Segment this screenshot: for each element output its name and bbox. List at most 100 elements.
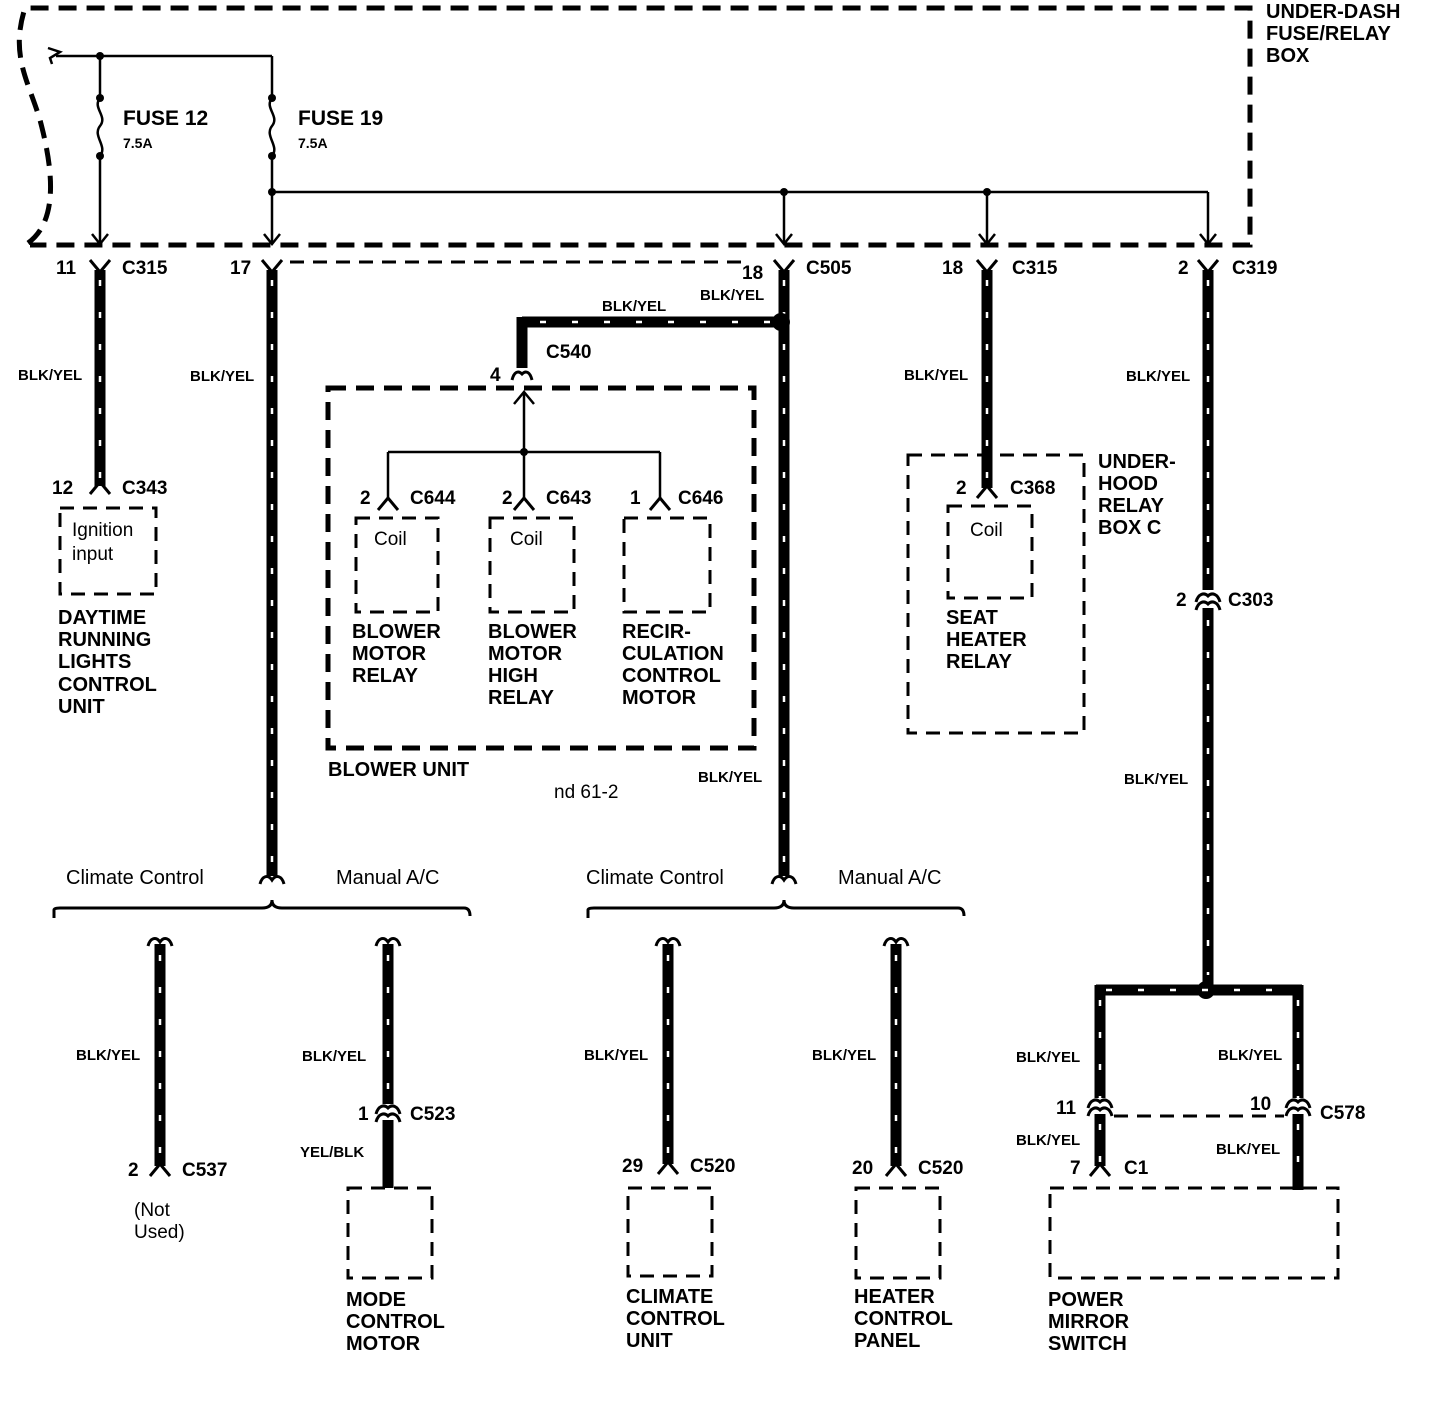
wire-climate-unit	[654, 937, 682, 1175]
c303-id: C303	[1228, 590, 1273, 611]
drl-inner-1: Ignition	[72, 520, 133, 541]
c523-id: C523	[410, 1104, 455, 1125]
blower-high-label-1: BLOWER	[488, 621, 577, 643]
drl-inner-2: input	[72, 544, 114, 565]
mirror-switch-label-3: SWITCH	[1048, 1333, 1127, 1355]
c520-b-pin: 20	[852, 1158, 873, 1179]
mode-control-motor-box	[346, 1186, 434, 1280]
heater-panel-label-1: HEATER	[854, 1286, 935, 1308]
blower-high-label-4: RELAY	[488, 687, 555, 709]
drl-label-1: DAYTIME	[58, 607, 146, 629]
fuse-12-label: FUSE 12	[123, 107, 208, 130]
fuse-box-label-1: UNDER-DASH	[1266, 1, 1400, 23]
drl-label-3: LIGHTS	[58, 651, 131, 673]
not-used-2: Used)	[134, 1222, 185, 1243]
c520-a-pin: 29	[622, 1156, 643, 1177]
wire-mirror-color-2: BLK/YEL	[1124, 771, 1188, 788]
right-branch-bracket	[586, 899, 966, 918]
c643-id: C643	[546, 488, 591, 509]
wire-mode-motor	[374, 937, 402, 1188]
c644-id: C644	[410, 488, 456, 509]
mirror-switch-label-1: POWER	[1048, 1289, 1124, 1311]
underhood-relay-box	[906, 453, 1086, 735]
c505-pin: 18	[742, 263, 763, 284]
right-branch-manual: Manual A/C	[838, 867, 941, 889]
wire-heater-panel	[882, 937, 910, 1177]
c646-pin: 1	[630, 488, 641, 509]
left-branch-climate: Climate Control	[66, 867, 204, 889]
wire-mirror-color-1: BLK/YEL	[1126, 368, 1190, 385]
c643-pin: 2	[502, 488, 513, 509]
fuse-box-label-2: FUSE/RELAY	[1266, 23, 1392, 45]
c505-id: C505	[806, 258, 852, 279]
wire-seat-color: BLK/YEL	[904, 367, 968, 384]
mirror-switch-label-2: MIRROR	[1048, 1311, 1130, 1333]
c646-id: C646	[678, 488, 723, 509]
wire-mirror	[1086, 270, 1312, 1190]
recirc-motor-box	[622, 516, 712, 614]
wire-mirror-left-color-2: BLK/YEL	[1016, 1132, 1080, 1149]
climate-unit-label-1: CLIMATE	[626, 1286, 713, 1308]
seat-heater-label-3: RELAY	[946, 651, 1013, 673]
fuse-19-label: FUSE 19	[298, 107, 383, 130]
c1-pin: 7	[1070, 1158, 1081, 1179]
mode-motor-label-2: CONTROL	[346, 1311, 445, 1333]
underhood-label-3: RELAY	[1098, 495, 1165, 517]
underhood-label-4: BOX C	[1098, 517, 1161, 539]
c319-pin: 2	[1178, 258, 1189, 279]
blower-high-relay-coil: Coil	[510, 529, 543, 550]
blower-high-relay-box	[488, 516, 576, 614]
blower-internal-wiring	[376, 390, 672, 511]
c540-pin: 4	[490, 365, 501, 386]
wire-mode-color-2: YEL/BLK	[300, 1144, 364, 1161]
wire-fuse19-color: BLK/YEL	[190, 368, 254, 385]
c523-pin: 1	[358, 1104, 369, 1125]
c315-c-pin: 18	[942, 258, 963, 279]
blower-high-label-2: MOTOR	[488, 643, 563, 665]
wire-c505-down	[510, 270, 798, 885]
c319-id: C319	[1232, 258, 1277, 279]
drl-label-5: UNIT	[58, 696, 105, 718]
blower-relay-box	[354, 516, 440, 614]
c315-b-pin: 17	[230, 258, 251, 279]
wire-mirror-right-color-2: BLK/YEL	[1216, 1141, 1280, 1158]
c578-b-pin: 10	[1250, 1094, 1271, 1115]
c368-pin: 2	[956, 478, 967, 499]
blower-unit-label: BLOWER UNIT	[328, 759, 469, 781]
recirc-label-4: MOTOR	[622, 687, 697, 709]
right-branch-climate: Climate Control	[586, 867, 724, 889]
left-branch-manual: Manual A/C	[336, 867, 439, 889]
recirc-label-3: CONTROL	[622, 665, 721, 687]
recirc-label-1: RECIR-	[622, 621, 691, 643]
c537-id: C537	[182, 1160, 227, 1181]
blower-relay-label-3: RELAY	[352, 665, 419, 687]
recirc-label-2: CULATION	[622, 643, 724, 665]
fuse-19-rating: 7.5A	[298, 135, 328, 151]
blower-high-label-3: HIGH	[488, 665, 538, 687]
heater-control-panel-box	[854, 1186, 942, 1280]
wire-mirror-left-color: BLK/YEL	[1016, 1049, 1080, 1066]
c315-c-id: C315	[1012, 258, 1058, 279]
c343-pin: 12	[52, 478, 73, 499]
seat-heater-label-2: HEATER	[946, 629, 1027, 651]
wire-mirror-right-color: BLK/YEL	[1218, 1047, 1282, 1064]
wire-c537-color: BLK/YEL	[76, 1047, 140, 1064]
wire-c540-color: BLK/YEL	[602, 298, 666, 315]
c343-id: C343	[122, 478, 167, 499]
fuse-12-rating: 7.5A	[123, 135, 153, 151]
blower-relay-label-1: BLOWER	[352, 621, 441, 643]
wire-heater-color: BLK/YEL	[812, 1047, 876, 1064]
not-used-1: (Not	[134, 1200, 171, 1221]
wire-c505-color-1: BLK/YEL	[700, 287, 764, 304]
wire-fuse19-down	[258, 270, 286, 885]
mode-motor-label-3: MOTOR	[346, 1333, 421, 1355]
wire-drl	[88, 270, 112, 495]
underhood-label-2: HOOD	[1098, 473, 1158, 495]
heater-panel-label-2: CONTROL	[854, 1308, 953, 1330]
wire-drl-color: BLK/YEL	[18, 367, 82, 384]
c540-id: C540	[546, 342, 591, 363]
seat-heater-coil: Coil	[970, 520, 1003, 541]
c520-a-id: C520	[690, 1156, 735, 1177]
power-feed	[47, 46, 1217, 247]
